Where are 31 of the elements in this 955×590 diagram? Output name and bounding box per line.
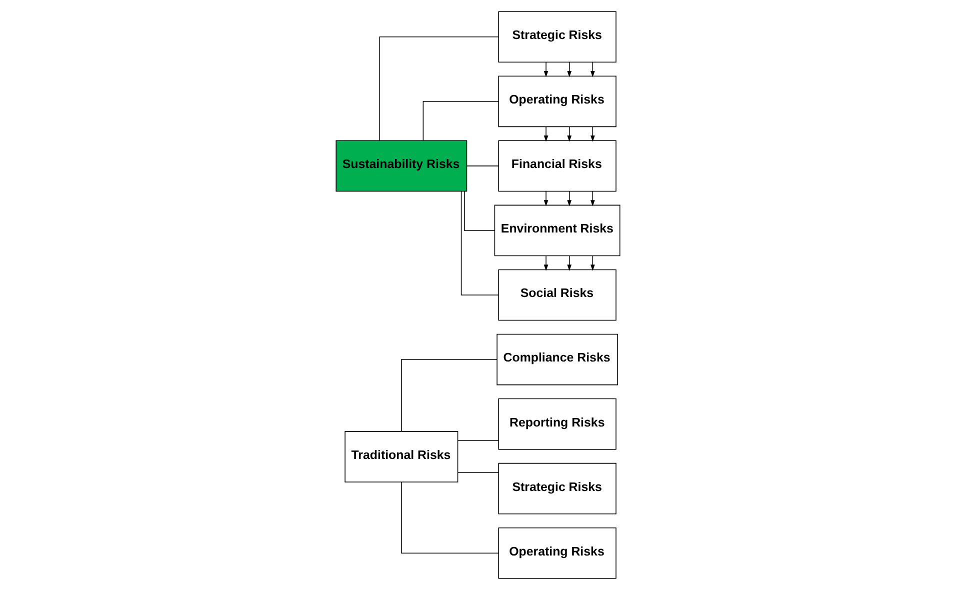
arrow: [590, 62, 594, 78]
connector: [457, 440, 498, 441]
node-box: Operating Risks: [498, 76, 616, 128]
node-box: Operating Risks: [498, 527, 616, 579]
connector: [457, 472, 498, 474]
node-box: Strategic Risks: [498, 462, 616, 514]
connector: [460, 191, 498, 296]
arrow: [543, 62, 548, 78]
node-box: Reporting Risks: [498, 398, 616, 450]
arrow: [543, 256, 548, 271]
node-box: Financial Risks: [498, 140, 616, 192]
arrow: [543, 126, 548, 142]
connector: [378, 36, 498, 141]
node-box: Environment Risks: [494, 204, 620, 256]
node-box: Compliance Risks: [496, 334, 618, 386]
connector: [400, 359, 497, 432]
arrow: [566, 256, 572, 271]
arrow: [543, 191, 548, 206]
node-box: Sustainability Risks: [335, 140, 467, 192]
arrow: [590, 191, 594, 206]
arrow: [590, 126, 594, 142]
connector: [400, 482, 498, 554]
arrow: [590, 256, 594, 271]
node-box: Social Risks: [498, 269, 616, 321]
arrow: [566, 62, 572, 78]
arrow: [566, 126, 572, 142]
node-box: Traditional Risks: [344, 431, 458, 482]
arrow: [566, 191, 572, 206]
connector: [422, 101, 498, 141]
node-box: Strategic Risks: [498, 11, 616, 63]
connector: [464, 191, 494, 231]
